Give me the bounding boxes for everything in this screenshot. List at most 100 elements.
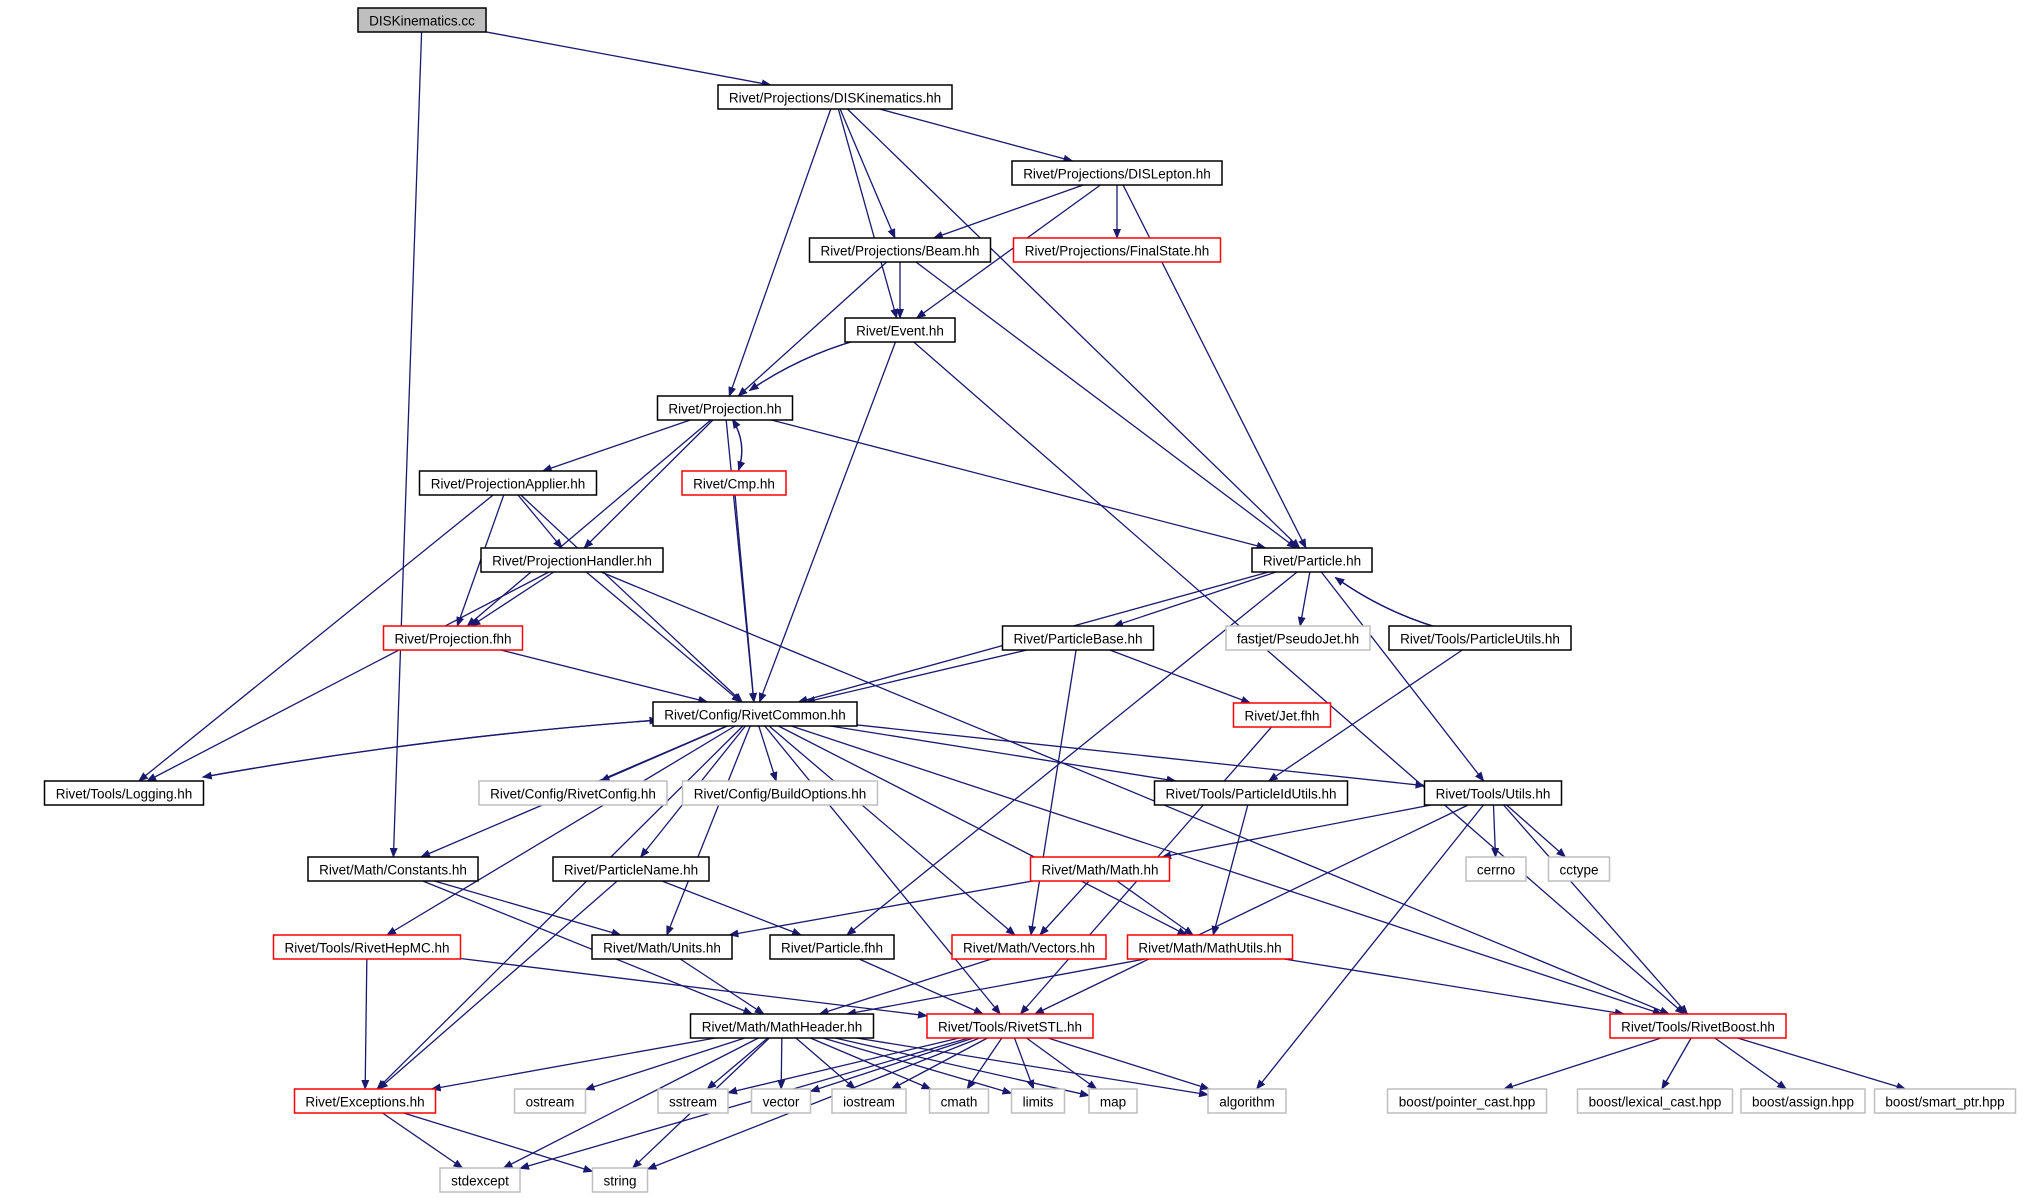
node-box-hepmc <box>272 934 462 960</box>
node-ptrcast: boost/pointer_cast.hpp <box>1386 1088 1548 1114</box>
edge-pfhh-to-stl <box>858 958 984 1015</box>
edge-dkin-to-beam <box>839 108 896 239</box>
node-label-hepmc: Rivet/Tools/RivetHepMC.hh <box>284 941 449 956</box>
node-units[interactable]: Rivet/Math/Units.hh <box>591 934 733 960</box>
edge-consts-to-mheader <box>422 880 754 1015</box>
node-assign: boost/assign.hpp <box>1740 1088 1866 1114</box>
edge-pname-to-pfhh <box>661 880 803 936</box>
node-hepmc[interactable]: Rivet/Tools/RivetHepMC.hh <box>272 934 462 960</box>
edge-common-to-logging <box>201 719 659 780</box>
node-sstream: sstream <box>657 1088 729 1114</box>
node-box-fstate <box>1012 237 1222 263</box>
edge-proj-to-phand <box>583 419 714 549</box>
edge-pname-to-exceptions <box>378 880 618 1090</box>
node-label-dkin: Rivet/Projections/DISKinematics.hh <box>729 91 941 106</box>
node-cmp[interactable]: Rivet/Cmp.hh <box>681 470 787 496</box>
node-label-beam: Rivet/Projections/Beam.hh <box>820 244 979 259</box>
node-box-vectors <box>951 934 1107 960</box>
node-label-root: DISKinematics.cc <box>369 14 475 29</box>
edge-common-to-stl <box>764 725 1001 1015</box>
node-label-string: string <box>603 1174 636 1189</box>
node-dkin[interactable]: Rivet/Projections/DISKinematics.hh <box>717 84 953 110</box>
node-pidutils[interactable]: Rivet/Tools/ParticleIdUtils.hh <box>1153 780 1349 806</box>
node-pbase[interactable]: Rivet/ParticleBase.hh <box>1001 625 1155 651</box>
node-box-projfhh <box>382 625 524 651</box>
node-box-beam <box>808 237 992 263</box>
node-box-cerrno <box>1465 856 1527 882</box>
node-label-units: Rivet/Math/Units.hh <box>603 941 721 956</box>
node-lexcast: boost/lexical_cast.hpp <box>1576 1088 1734 1114</box>
edge-tutils-to-cctype <box>1506 804 1567 858</box>
node-box-mathhh <box>1029 856 1171 882</box>
node-logging[interactable]: Rivet/Tools/Logging.hh <box>43 780 205 806</box>
node-particle[interactable]: Rivet/Particle.hh <box>1251 547 1373 573</box>
edge-hepmc-to-exceptions <box>361 958 370 1090</box>
edge-logging-to-common <box>202 716 660 778</box>
node-pfhh[interactable]: Rivet/Particle.fhh <box>769 934 895 960</box>
edge-proj-to-projfhh <box>466 419 712 627</box>
node-root[interactable]: DISKinematics.cc <box>357 7 487 33</box>
edge-root-to-consts <box>389 31 423 858</box>
node-label-algorithm: algorithm <box>1219 1095 1275 1110</box>
node-dlep[interactable]: Rivet/Projections/DISLepton.hh <box>1011 160 1223 186</box>
node-label-projfhh: Rivet/Projection.fhh <box>394 632 511 647</box>
edge-mathhh-to-vectors <box>1039 880 1090 936</box>
node-map: map <box>1088 1088 1138 1114</box>
node-label-proj: Rivet/Projection.hh <box>668 402 781 417</box>
edge-dkin-to-dlep <box>879 108 1074 163</box>
node-label-phand: Rivet/ProjectionHandler.hh <box>492 554 652 569</box>
node-consts[interactable]: Rivet/Math/Constants.hh <box>307 856 479 882</box>
node-mheader[interactable]: Rivet/Math/MathHeader.hh <box>689 1013 875 1039</box>
node-box-sstream <box>657 1088 729 1114</box>
edge-mathhh-to-mutils <box>1116 880 1194 936</box>
edge-mheader-to-iostream <box>795 1037 856 1090</box>
edge-hepmc-to-stl <box>460 957 928 1019</box>
edge-beam-to-particle <box>915 261 1297 549</box>
node-stl[interactable]: Rivet/Tools/RivetSTL.hh <box>926 1013 1094 1039</box>
node-label-pname: Rivet/ParticleName.hh <box>564 863 698 878</box>
node-ostream: ostream <box>513 1088 587 1114</box>
node-papp[interactable]: Rivet/ProjectionApplier.hh <box>418 470 598 496</box>
edge-mheader-to-stdexcept <box>502 1037 759 1169</box>
node-rboost[interactable]: Rivet/Tools/RivetBoost.hh <box>1609 1013 1787 1039</box>
node-cmath: cmath <box>928 1088 990 1114</box>
node-box-ptrcast <box>1386 1088 1548 1114</box>
edge-pbase-to-vectors <box>1028 649 1077 936</box>
node-exceptions[interactable]: Rivet/Exceptions.hh <box>293 1088 437 1114</box>
node-pseudojet: fastjet/PseudoJet.hh <box>1225 625 1371 651</box>
node-putils[interactable]: Rivet/Tools/ParticleUtils.hh <box>1388 625 1572 651</box>
node-tutils[interactable]: Rivet/Tools/Utils.hh <box>1423 780 1563 806</box>
edge-particle-to-tutils <box>1320 571 1485 782</box>
node-fstate[interactable]: Rivet/Projections/FinalState.hh <box>1012 237 1222 263</box>
edge-papp-to-phand <box>517 494 563 549</box>
node-label-ostream: ostream <box>526 1095 575 1110</box>
node-mutils[interactable]: Rivet/Math/MathUtils.hh <box>1126 934 1294 960</box>
node-jetfhh[interactable]: Rivet/Jet.fhh <box>1232 702 1332 728</box>
node-vectors[interactable]: Rivet/Math/Vectors.hh <box>951 934 1107 960</box>
node-label-iostream: iostream <box>843 1095 895 1110</box>
edge-tutils-to-mathhh <box>1161 804 1432 860</box>
edge-cmp-to-proj <box>731 418 743 471</box>
edge-stl-to-stdexcept <box>519 1037 969 1170</box>
node-box-event <box>844 317 956 343</box>
node-beam[interactable]: Rivet/Projections/Beam.hh <box>808 237 992 263</box>
node-proj[interactable]: Rivet/Projection.hh <box>656 395 794 421</box>
node-mathhh[interactable]: Rivet/Math/Math.hh <box>1029 856 1171 882</box>
node-box-lexcast <box>1576 1088 1734 1114</box>
node-event[interactable]: Rivet/Event.hh <box>844 317 956 343</box>
node-phand[interactable]: Rivet/ProjectionHandler.hh <box>480 547 664 573</box>
node-label-jetfhh: Rivet/Jet.fhh <box>1244 709 1319 724</box>
edge-rboost-to-assign <box>1714 1037 1788 1090</box>
node-box-ostream <box>513 1088 587 1114</box>
node-label-putils: Rivet/Tools/ParticleUtils.hh <box>1400 632 1560 647</box>
node-projfhh[interactable]: Rivet/Projection.fhh <box>382 625 524 651</box>
node-label-particle: Rivet/Particle.hh <box>1263 554 1361 569</box>
node-limits: limits <box>1010 1088 1066 1114</box>
node-pname[interactable]: Rivet/ParticleName.hh <box>552 856 710 882</box>
edge-stl-to-sstream <box>727 1037 960 1095</box>
edge-phand-to-common <box>585 571 742 703</box>
node-box-smartptr <box>1873 1088 2017 1114</box>
node-common[interactable]: Rivet/Config/RivetCommon.hh <box>652 701 858 727</box>
node-box-dkin <box>717 84 953 110</box>
node-box-putils <box>1388 625 1572 651</box>
